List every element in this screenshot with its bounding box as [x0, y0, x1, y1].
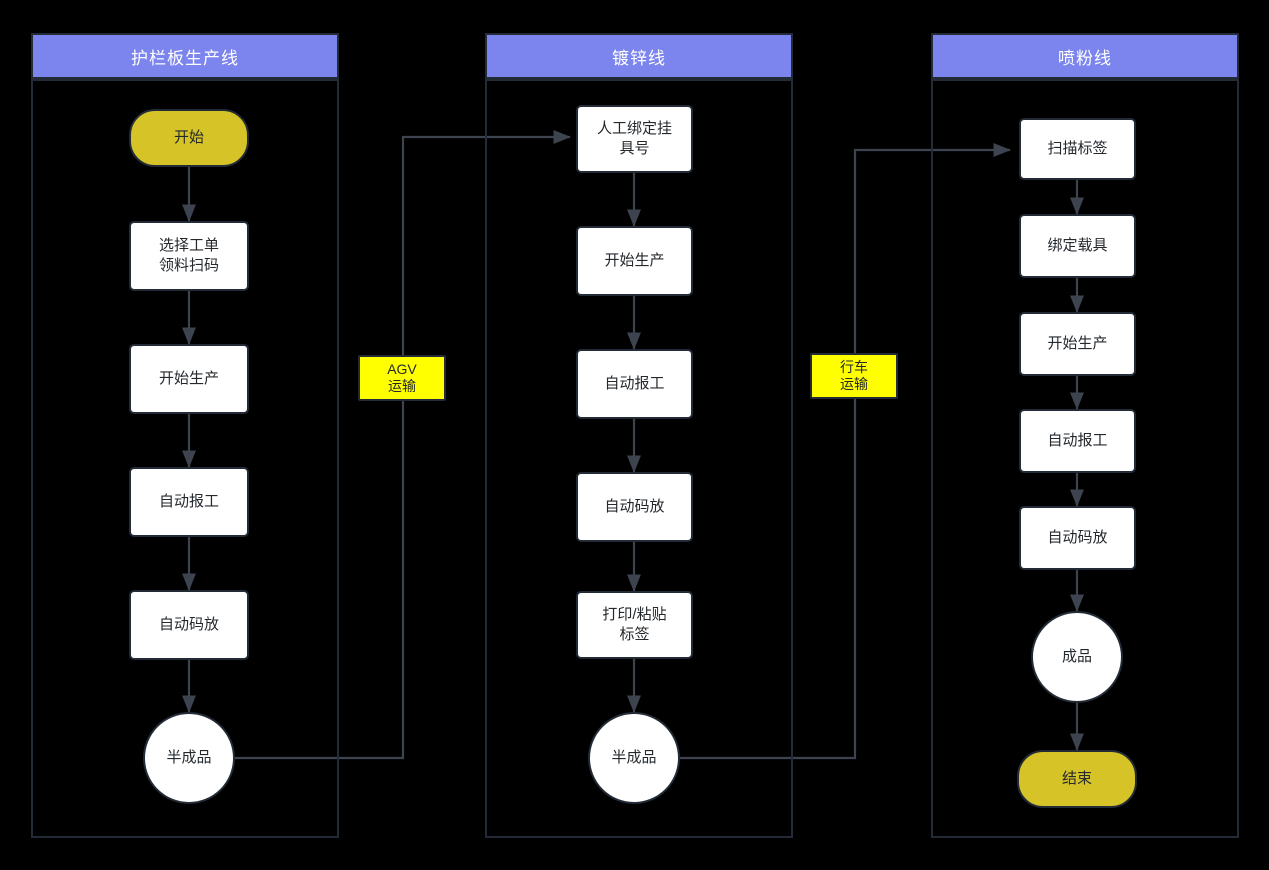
node-start[interactable]: 开始 — [129, 109, 249, 167]
lane-header-galvanizing: 镀锌线 — [485, 33, 793, 79]
node-semi-product-2[interactable]: 半成品 — [588, 712, 680, 804]
lane-body-guardrail — [31, 79, 339, 838]
node-auto-report-3[interactable]: 自动报工 — [1019, 409, 1136, 473]
lane-body-galvanizing — [485, 79, 793, 838]
node-auto-report-2[interactable]: 自动报工 — [576, 349, 693, 419]
node-begin-production-3[interactable]: 开始生产 — [1019, 312, 1136, 376]
tag-agv-transport[interactable]: AGV 运输 — [358, 355, 446, 401]
lane-body-powder — [931, 79, 1239, 838]
tag-crane-transport[interactable]: 行车 运输 — [810, 353, 898, 399]
node-auto-report[interactable]: 自动报工 — [129, 467, 249, 537]
lane-header-powder: 喷粉线 — [931, 33, 1239, 79]
node-auto-stack-3[interactable]: 自动码放 — [1019, 506, 1136, 570]
node-auto-stack-2[interactable]: 自动码放 — [576, 472, 693, 542]
node-print-label[interactable]: 打印/粘贴 标签 — [576, 591, 693, 659]
node-begin-production-2[interactable]: 开始生产 — [576, 226, 693, 296]
node-semi-product[interactable]: 半成品 — [143, 712, 235, 804]
node-select-order[interactable]: 选择工单 领料扫码 — [129, 221, 249, 291]
node-bind-carrier[interactable]: 绑定载具 — [1019, 214, 1136, 278]
node-begin-production[interactable]: 开始生产 — [129, 344, 249, 414]
lane-header-guardrail: 护栏板生产线 — [31, 33, 339, 79]
node-bind-hanger[interactable]: 人工绑定挂 具号 — [576, 105, 693, 173]
node-auto-stack[interactable]: 自动码放 — [129, 590, 249, 660]
node-end[interactable]: 结束 — [1017, 750, 1137, 808]
node-finished-product[interactable]: 成品 — [1031, 611, 1123, 703]
node-scan-label[interactable]: 扫描标签 — [1019, 118, 1136, 180]
